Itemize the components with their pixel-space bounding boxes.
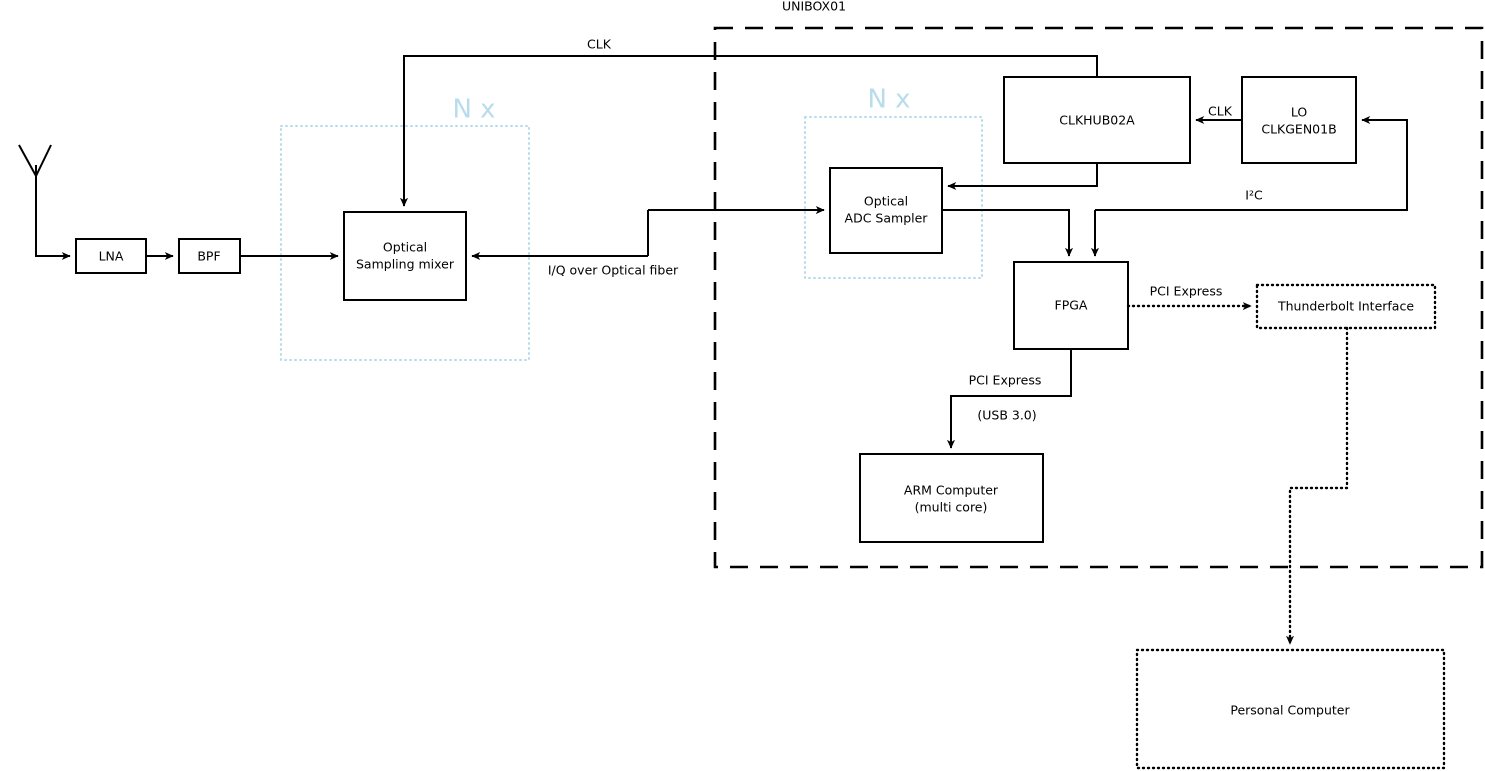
block-optical-adc-sampler-label-1: Optical — [864, 194, 908, 209]
block-optical-sampling-mixer-label-1: Optical — [383, 240, 427, 255]
label-clk-main: CLK — [587, 37, 612, 52]
label-pcie-thunderbolt: PCI Express — [1150, 284, 1223, 299]
rf-front-end-group-label: N x — [452, 95, 495, 125]
label-pcie-arm: PCI Express — [969, 373, 1042, 388]
block-fpga-label: FPGA — [1055, 298, 1088, 313]
unibox-enclosure — [713, 26, 1484, 569]
block-arm-computer — [859, 453, 1044, 543]
block-clkhub-label: CLKHUB02A — [1059, 113, 1135, 128]
unibox-label: UNIBOX01 — [782, 0, 846, 14]
label-clk-lo: CLK — [1208, 104, 1233, 119]
block-thunderbolt-interface — [1255, 283, 1437, 330]
block-lna-label: LNA — [99, 249, 124, 264]
antenna-icon — [18, 144, 68, 257]
wire-fpga-to-arm — [946, 349, 1072, 449]
adc-group-box — [804, 116, 983, 279]
block-thunderbolt-interface-label: Thunderbolt Interface — [1277, 299, 1414, 314]
block-lo-clkgen-label-2: CLKGEN01B — [1261, 122, 1336, 137]
wire-clk-to-mixer — [399, 55, 1098, 207]
block-lo-clkgen-label-1: LO — [1291, 105, 1308, 120]
wire-i2c-to-lo — [1095, 115, 1408, 211]
wire-clkhub-to-adc — [947, 163, 1098, 191]
block-personal-computer-label: Personal Computer — [1230, 703, 1350, 718]
block-lo-clkgen — [1241, 76, 1357, 164]
block-clkhub — [1003, 76, 1191, 164]
label-iq-fiber: I/Q over Optical fiber — [548, 263, 679, 278]
wire-thunderbolt-to-pc — [1285, 326, 1349, 646]
adc-group-label: N x — [867, 85, 910, 115]
block-bpf-label: BPF — [197, 249, 220, 264]
block-lna — [75, 238, 147, 274]
block-optical-sampling-mixer — [343, 211, 467, 301]
label-i2c: I²C — [1245, 188, 1263, 203]
block-optical-sampling-mixer-label-2: Sampling mixer — [356, 257, 455, 272]
block-arm-computer-label-2: (multi core) — [915, 500, 988, 515]
label-usb: (USB 3.0) — [977, 408, 1036, 423]
wire-adc-to-fpga — [942, 209, 1074, 257]
block-arm-computer-label-1: ARM Computer — [904, 483, 999, 498]
block-optical-adc-sampler — [829, 167, 943, 254]
block-personal-computer — [1135, 648, 1446, 770]
block-optical-adc-sampler-label-2: ADC Sampler — [845, 211, 929, 226]
